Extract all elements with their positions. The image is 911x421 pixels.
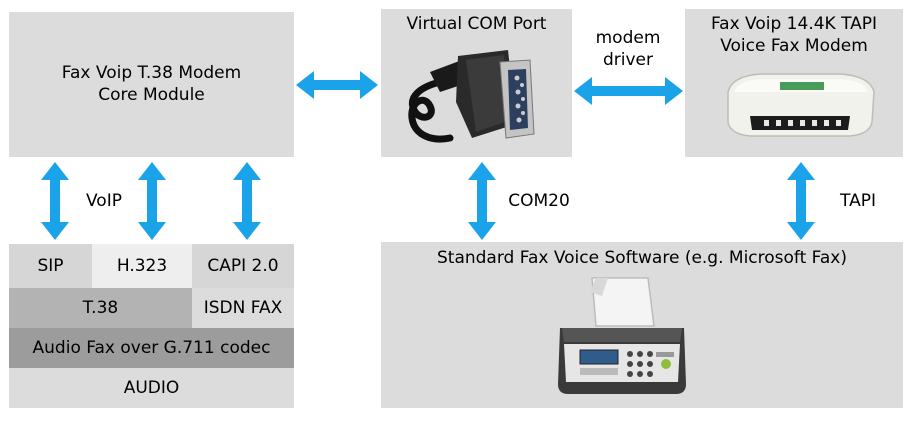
- stack-capi: CAPI 2.0: [192, 244, 294, 288]
- voip-label: VoIP: [86, 191, 122, 211]
- tapi-label: TAPI: [840, 191, 876, 211]
- software-title: Standard Fax Voice Software (e.g. Micros…: [436, 248, 848, 268]
- fax-modem-title: Fax Voip 14.4K TAPI Voice Fax Modem: [710, 14, 878, 56]
- core-module-title: Fax Voip T.38 Modem Core Module: [61, 63, 242, 105]
- arrow-com20: [468, 162, 496, 240]
- stack-audio-fax: Audio Fax over G.711 codec: [9, 328, 294, 368]
- virtual-com-title: Virtual COM Port: [406, 14, 547, 34]
- fax-machine-icon: [558, 277, 686, 394]
- stack-audio: AUDIO: [9, 368, 294, 408]
- com20-label: COM20: [508, 191, 570, 211]
- arrow-core-to-com: [296, 71, 378, 99]
- stack-h323: H.323: [92, 244, 192, 288]
- stack-sip: SIP: [9, 244, 92, 288]
- arrow-voip-right: [233, 162, 261, 240]
- stack-t38: T.38: [9, 288, 192, 328]
- modem-device-icon: [727, 73, 875, 137]
- arrow-voip-left: [41, 162, 69, 240]
- arrow-tapi: [787, 162, 815, 240]
- stack-isdn-fax: ISDN FAX: [192, 288, 294, 328]
- modem-driver-label: modem driver: [595, 28, 661, 70]
- serial-cable-icon: [408, 50, 535, 143]
- arrow-com-to-modem: [574, 77, 683, 105]
- arrow-voip-middle: [138, 162, 166, 240]
- core-module-box: [9, 12, 294, 157]
